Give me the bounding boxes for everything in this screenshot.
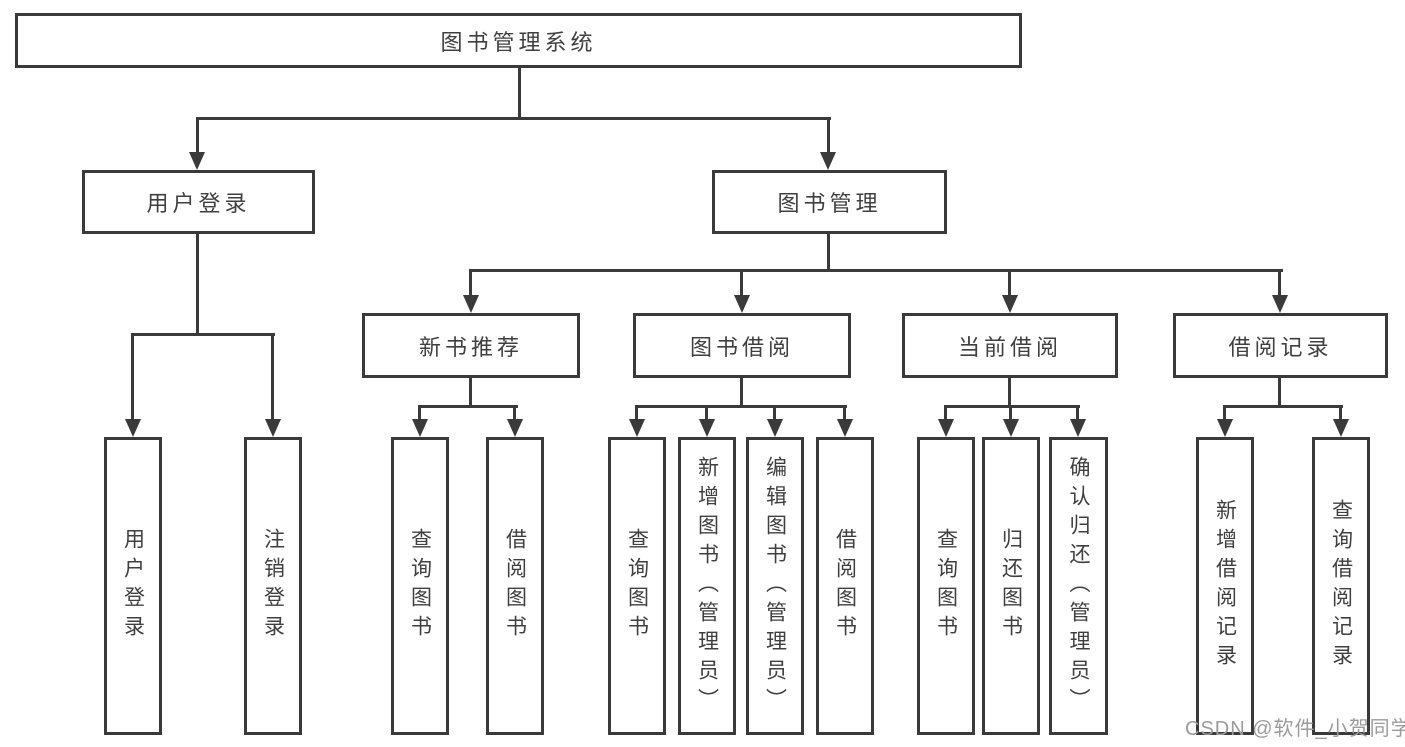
connector-line — [1076, 407, 1079, 420]
leaf-borrow-books-recommend: 借阅图书 — [486, 437, 544, 735]
leaf-label: 查询图书 — [934, 528, 958, 644]
connector-stem — [740, 378, 743, 407]
leaf-label: 查询借阅记录 — [1329, 499, 1353, 673]
arrowhead-down-icon — [463, 295, 479, 313]
node-book-borrowing: 图书借阅 — [633, 313, 851, 378]
connector-level1-rail — [196, 117, 831, 120]
connector-line — [773, 407, 776, 420]
leaf-label: 查询图书 — [408, 528, 432, 644]
csdn-watermark: CSDN @软件_小贺同学 — [1185, 718, 1405, 740]
arrowhead-down-icon — [1070, 419, 1086, 437]
connector-level2-rail — [469, 269, 1283, 272]
connector-line — [196, 119, 199, 153]
connector-user-login-stem — [196, 234, 199, 336]
leaf-label: 编辑图书（管理员） — [763, 455, 787, 717]
leaf-label: 查询图书 — [625, 528, 649, 644]
connector-stem — [469, 378, 472, 407]
arrowhead-down-icon — [125, 419, 141, 437]
connector-line — [271, 335, 274, 420]
connector-rail — [418, 405, 518, 408]
connector-rail — [635, 405, 847, 408]
leaf-query-borrow-record: 查询借阅记录 — [1312, 437, 1370, 735]
node-new-book-recommend: 新书推荐 — [362, 313, 580, 378]
arrowhead-down-icon — [265, 419, 281, 437]
leaf-confirm-return-admin: 确认归还（管理员） — [1049, 437, 1108, 735]
connector-line — [1009, 407, 1012, 420]
leaf-borrow-books-borrowing: 借阅图书 — [816, 437, 874, 735]
leaf-add-books-admin: 新增图书（管理员） — [678, 437, 736, 735]
connector-line — [1339, 407, 1342, 420]
connector-line — [1278, 271, 1281, 296]
arrowhead-down-icon — [1003, 419, 1019, 437]
connector-line — [1008, 271, 1011, 296]
connector-line — [418, 407, 421, 420]
connector-user-login-rail — [131, 333, 275, 336]
connector-line — [705, 407, 708, 420]
leaf-edit-books-admin: 编辑图书（管理员） — [746, 437, 804, 735]
arrowhead-down-icon — [820, 152, 836, 170]
leaf-label: 注销登录 — [261, 528, 285, 644]
arrowhead-down-icon — [699, 419, 715, 437]
arrowhead-down-icon — [1272, 295, 1288, 313]
connector-stem — [1008, 378, 1011, 407]
connector-line — [469, 271, 472, 296]
leaf-add-borrow-record: 新增借阅记录 — [1196, 437, 1254, 735]
leaf-label: 用户登录 — [121, 528, 145, 644]
leaf-label: 新增借阅记录 — [1213, 499, 1237, 673]
arrowhead-down-icon — [189, 152, 205, 170]
arrowhead-down-icon — [767, 419, 783, 437]
leaf-label: 借阅图书 — [503, 528, 527, 644]
connector-line — [1223, 407, 1226, 420]
node-root-title: 图书管理系统 — [15, 13, 1022, 68]
arrowhead-down-icon — [837, 419, 853, 437]
connector-stem — [1278, 378, 1281, 407]
leaf-label: 确认归还（管理员） — [1067, 455, 1090, 717]
leaf-user-login: 用户登录 — [104, 437, 162, 735]
connector-rail — [944, 405, 1080, 408]
connector-line — [944, 407, 947, 420]
connector-rail — [1223, 405, 1343, 408]
connector-line — [635, 407, 638, 420]
arrowhead-down-icon — [1333, 419, 1349, 437]
leaf-query-books-recommend: 查询图书 — [391, 437, 449, 735]
connector-line — [740, 271, 743, 296]
node-user-login: 用户登录 — [82, 170, 315, 234]
connector-root-stem — [518, 68, 521, 120]
connector-line — [131, 335, 134, 420]
connector-line — [843, 407, 846, 420]
arrowhead-down-icon — [734, 295, 750, 313]
leaf-label: 借阅图书 — [833, 528, 857, 644]
connector-line — [513, 407, 516, 420]
leaf-label: 新增图书（管理员） — [695, 455, 719, 717]
connector-book-mgmt-stem — [827, 233, 830, 271]
connector-line — [827, 119, 830, 153]
leaf-label: 归还图书 — [999, 528, 1023, 644]
leaf-query-books-borrowing: 查询图书 — [608, 437, 666, 735]
node-book-management: 图书管理 — [712, 170, 947, 234]
arrowhead-down-icon — [412, 419, 428, 437]
arrowhead-down-icon — [507, 419, 523, 437]
leaf-query-books-current: 查询图书 — [917, 437, 975, 735]
node-borrowing-records: 借阅记录 — [1173, 313, 1388, 378]
arrowhead-down-icon — [629, 419, 645, 437]
arrowhead-down-icon — [938, 419, 954, 437]
node-current-borrowing: 当前借阅 — [902, 313, 1118, 378]
leaf-return-books: 归还图书 — [982, 437, 1040, 735]
leaf-logout-login: 注销登录 — [244, 437, 302, 735]
arrowhead-down-icon — [1217, 419, 1233, 437]
arrowhead-down-icon — [1002, 295, 1018, 313]
